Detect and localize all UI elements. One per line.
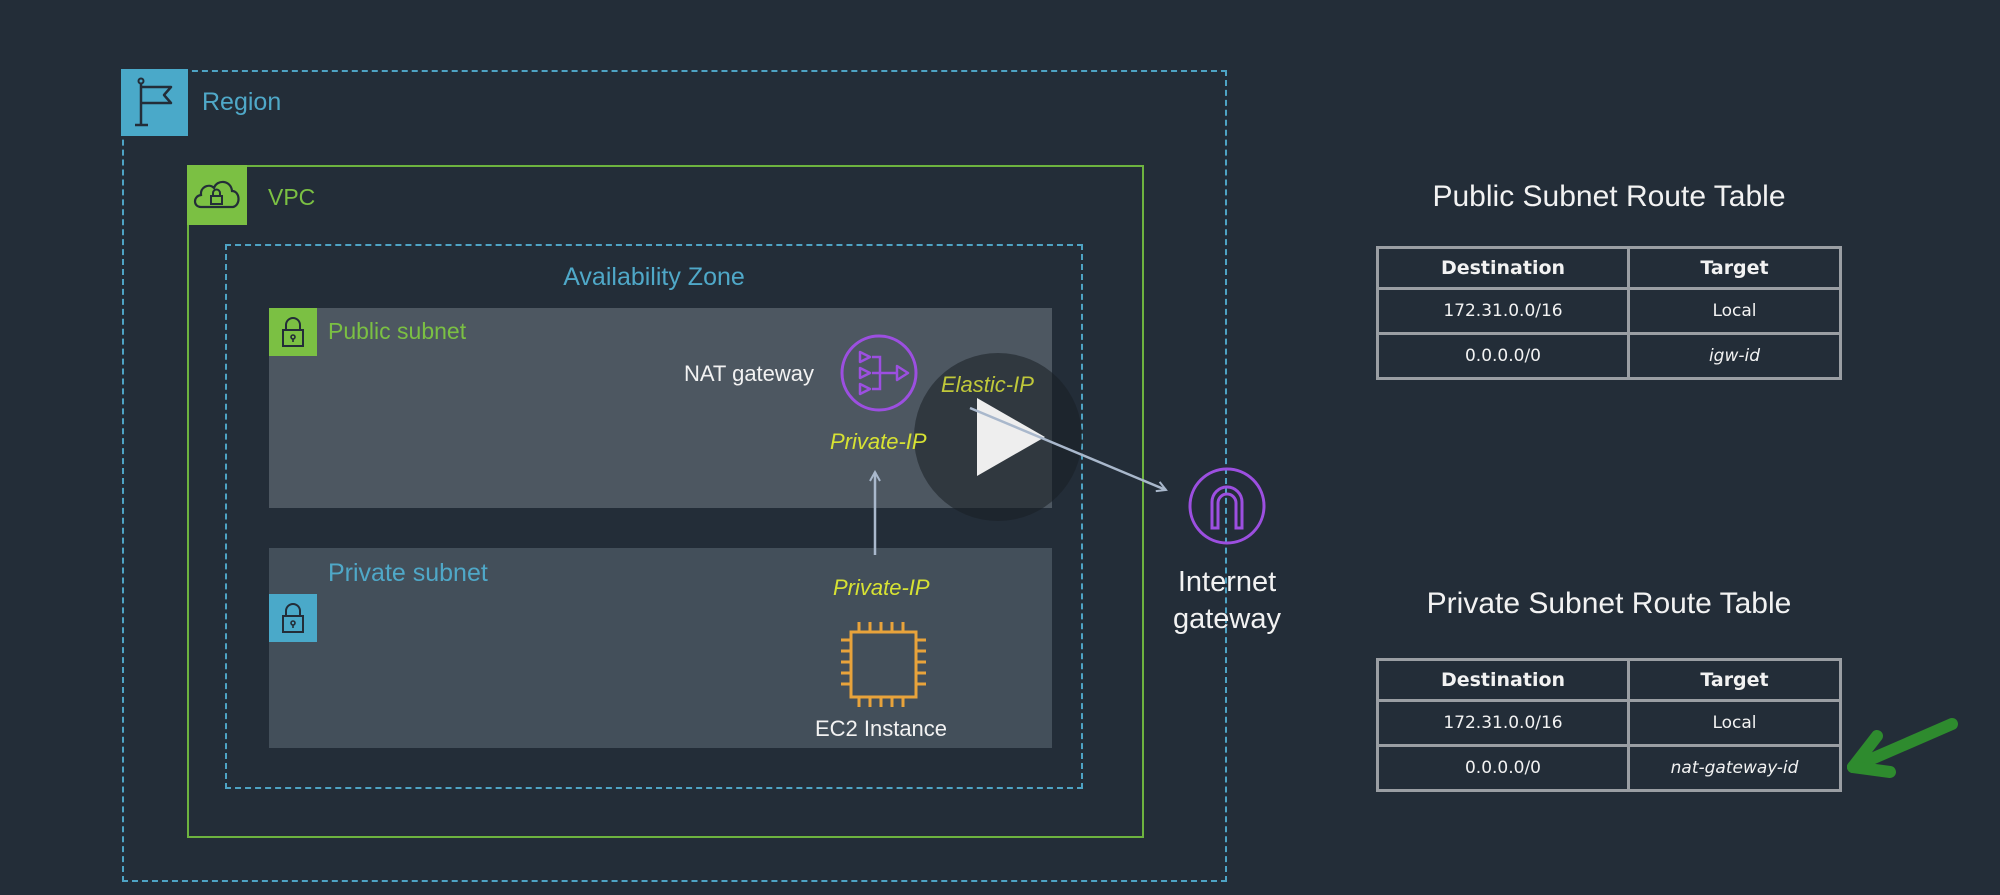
internet-gateway-label: Internet gateway — [1147, 564, 1307, 638]
private-subnet-container — [269, 548, 1052, 748]
table-header-row: Destination Target — [1376, 658, 1842, 702]
internet-gateway-label-line1: Internet — [1177, 566, 1277, 598]
ec2-instance-label: EC2 Instance — [814, 716, 948, 741]
internet-gateway-label-line2: gateway — [1172, 603, 1281, 635]
private-subnet-label: Private subnet — [328, 559, 488, 587]
chip-icon — [841, 622, 926, 707]
availability-zone-label: Availability Zone — [563, 263, 745, 291]
column-header-destination: Destination — [1376, 658, 1630, 702]
vpc-badge — [187, 165, 247, 225]
vpc-container — [187, 165, 1144, 838]
internet-gateway-icon — [1188, 467, 1266, 545]
region-label: Region — [202, 88, 282, 116]
target-cell: Local — [1627, 699, 1842, 747]
column-header-target: Target — [1627, 246, 1842, 290]
destination-cell: 172.31.0.0/16 — [1376, 287, 1630, 335]
public-route-table-title: Public Subnet Route Table — [1432, 180, 1786, 213]
table-row: 172.31.0.0/16 Local — [1376, 287, 1842, 335]
availability-zone-container — [225, 244, 1083, 789]
private-route-table-title: Private Subnet Route Table — [1426, 587, 1792, 620]
elastic-ip-label: Elastic-IP — [941, 372, 1034, 397]
public-subnet-label: Public subnet — [328, 318, 467, 344]
public-route-table: Destination Target 172.31.0.0/16 Local 0… — [1376, 246, 1842, 380]
target-cell: Local — [1627, 287, 1842, 335]
region-badge — [121, 69, 188, 136]
target-cell: igw-id — [1627, 332, 1842, 380]
nat-gateway-icon — [840, 334, 918, 412]
region-container — [122, 70, 1227, 882]
target-cell: nat-gateway-id — [1627, 744, 1842, 792]
column-header-destination: Destination — [1376, 246, 1630, 290]
table-row: 0.0.0.0/0 igw-id — [1376, 332, 1842, 380]
table-header-row: Destination Target — [1376, 246, 1842, 290]
flag-icon — [135, 77, 173, 127]
destination-cell: 172.31.0.0/16 — [1376, 699, 1630, 747]
lock-icon — [282, 317, 304, 347]
vpc-label: VPC — [268, 184, 316, 210]
cloud-lock-icon — [193, 180, 240, 209]
nat-to-igw-arrow — [969, 406, 1166, 490]
lock-icon — [282, 603, 304, 633]
destination-cell: 0.0.0.0/0 — [1376, 744, 1630, 792]
nat-gateway-label: NAT gateway — [684, 361, 815, 386]
table-row: 172.31.0.0/16 Local — [1376, 699, 1842, 747]
nat-private-ip-label: Private-IP — [830, 429, 927, 454]
ec2-private-ip-label: Private-IP — [833, 575, 930, 600]
annotation-arrow — [1847, 718, 1958, 778]
table-row: 0.0.0.0/0 nat-gateway-id — [1376, 744, 1842, 792]
private-route-table: Destination Target 172.31.0.0/16 Local 0… — [1376, 658, 1842, 792]
public-subnet-badge — [269, 308, 317, 356]
column-header-target: Target — [1627, 658, 1842, 702]
destination-cell: 0.0.0.0/0 — [1376, 332, 1630, 380]
private-subnet-badge — [269, 594, 317, 642]
